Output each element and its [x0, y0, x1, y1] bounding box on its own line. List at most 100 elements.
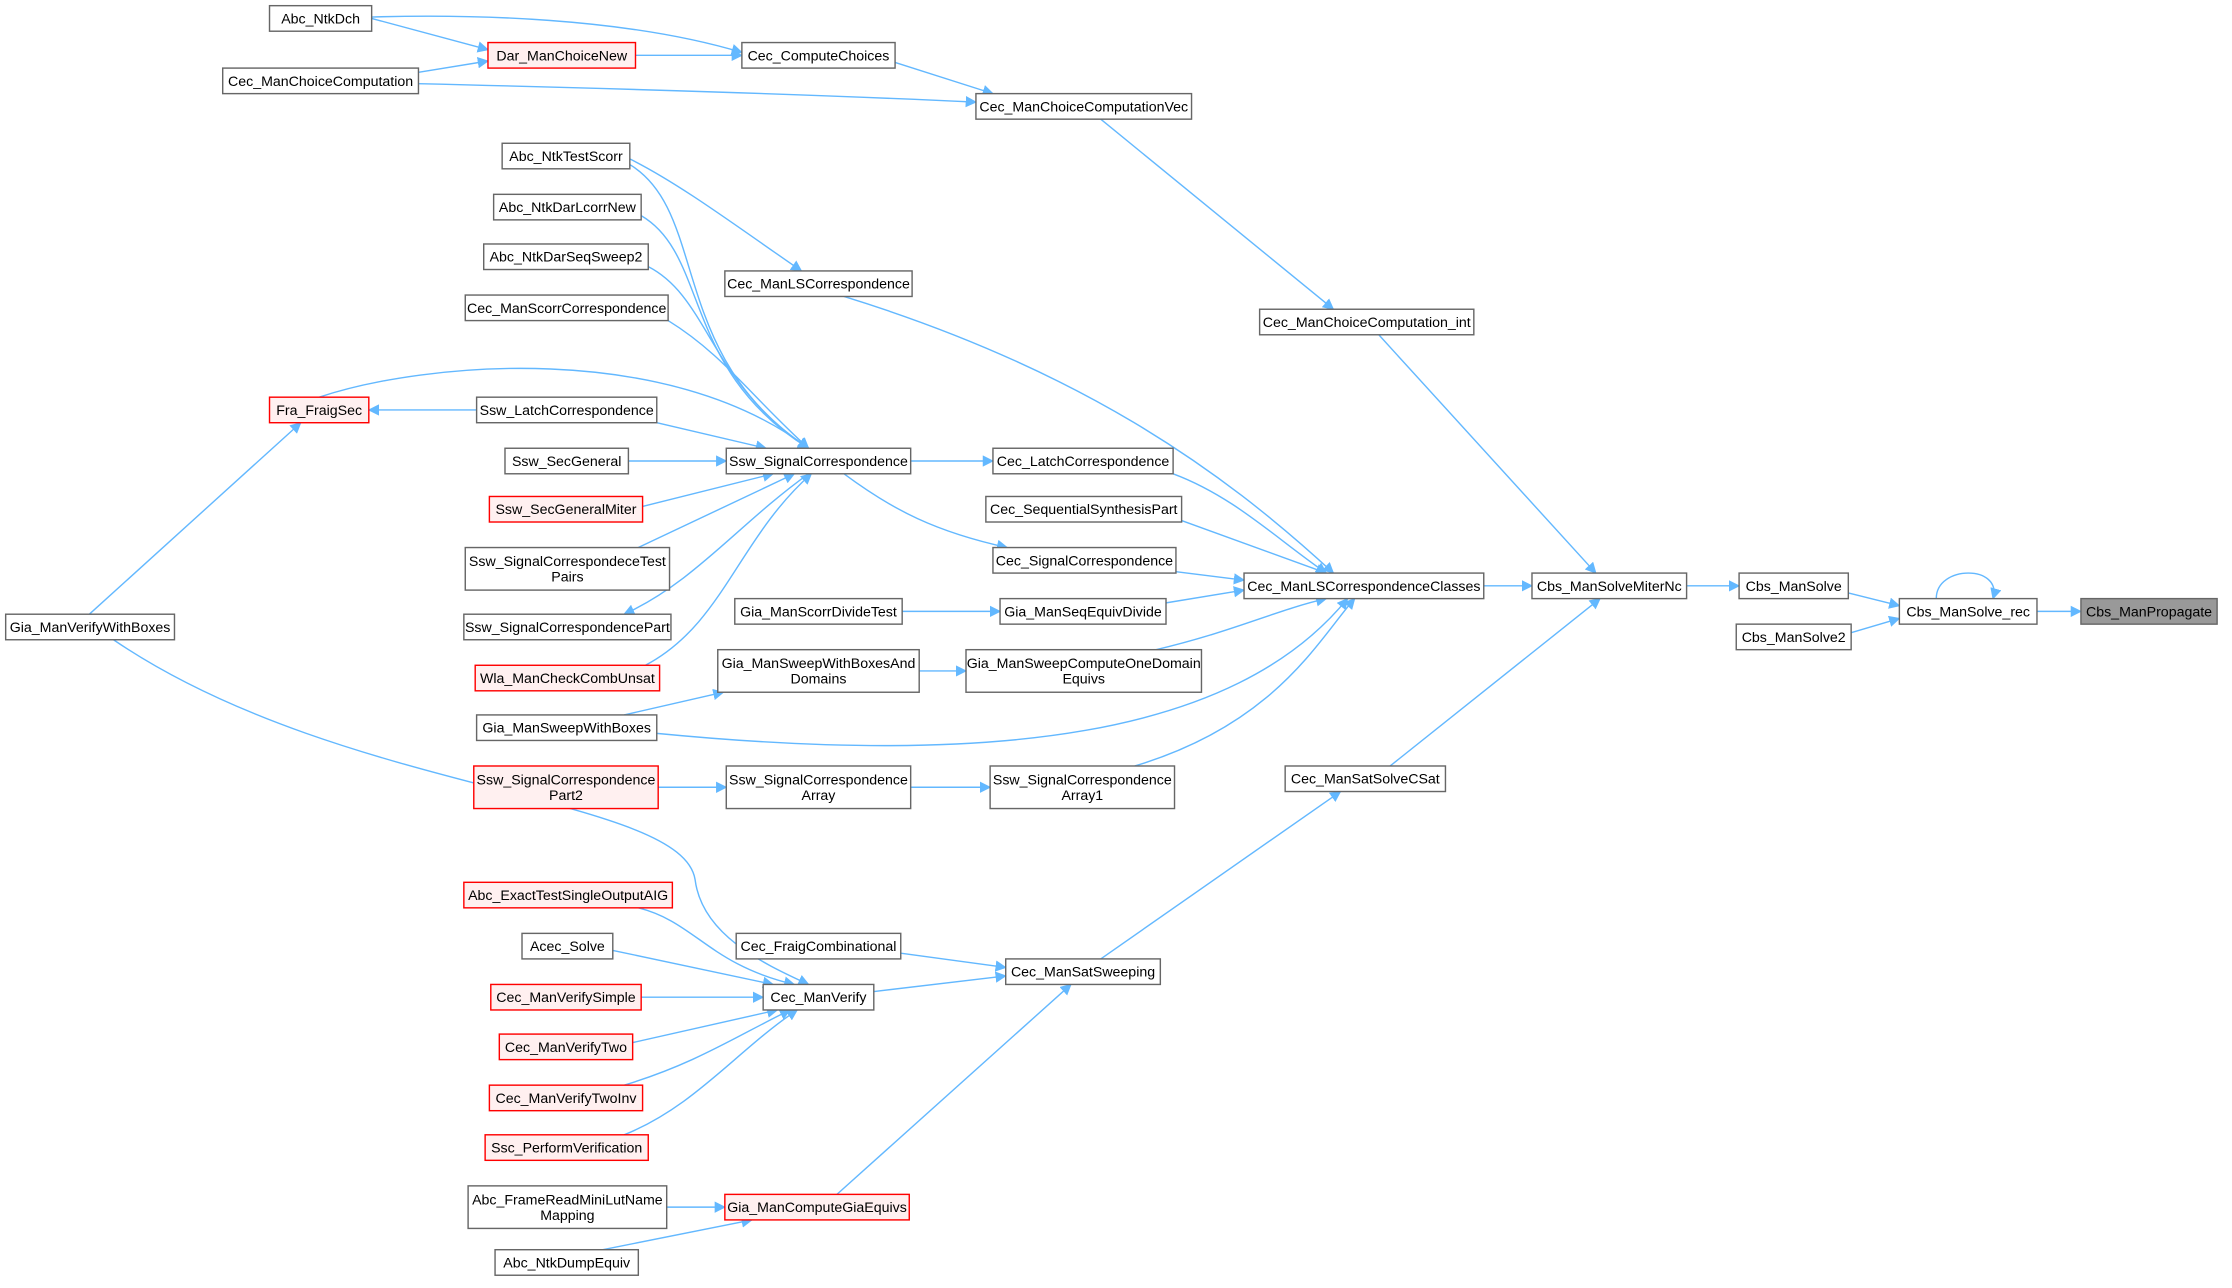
edge-ssw_secgeneralmiter-to-ssw_signalcorrespondence [642, 470, 775, 508]
node-box [724, 1193, 910, 1221]
node-cec_manverify[interactable]: Cec_ManVerify [762, 983, 875, 1011]
edge-abc_ntkdch-to-dar_manchoicenew [371, 17, 490, 53]
node-box [985, 495, 1183, 523]
node-box [965, 648, 1203, 693]
node-box [989, 765, 1176, 810]
node-cec_manchoicecomputation_int[interactable]: Cec_ManChoiceComputation_int [1258, 308, 1475, 336]
node-cbs_mansolve_rec[interactable]: Cbs_ManSolve_rec [1898, 597, 2038, 625]
edge-gia_manverifywithboxes-to-fra_fraigsec [88, 421, 302, 615]
edge-cec_manlscorrespondence-to-cec_manlscorrespondenceclasses [843, 295, 1335, 574]
node-label: Cec_ManVerifyTwo [505, 1040, 627, 1056]
edge-cec_manverifytwo-to-cec_manverify [632, 1006, 779, 1044]
node-acec_solve[interactable]: Acec_Solve [521, 932, 614, 960]
node-box [725, 447, 912, 475]
node-cec_computechoices[interactable]: Cec_ComputeChoices [741, 41, 896, 69]
node-box [488, 495, 644, 523]
node-box [484, 1134, 649, 1162]
node-label: Ssw_SecGeneralMiter [495, 502, 636, 518]
node-cec_sequentialsynthesispart[interactable]: Cec_SequentialSynthesisPart [985, 495, 1183, 523]
edge-ssc_performverification-to-cec_manverify [623, 1009, 799, 1136]
node-cec_manchoicecomputationvec[interactable]: Cec_ManChoiceComputationVec [975, 92, 1193, 120]
node-gia_mancomputegiaequivs[interactable]: Gia_ManComputeGiaEquivs [724, 1193, 910, 1221]
node-cec_manlscorrespondence[interactable]: Cec_ManLSCorrespondence [724, 270, 913, 298]
edge-gia_mansweepwithboxes-to-gia_mansweepwithboxesanddomains [623, 688, 725, 716]
node-box [221, 67, 420, 95]
node-cec_manverifytwoinv[interactable]: Cec_ManVerifyTwoInv [488, 1084, 644, 1112]
node-box [4, 613, 176, 641]
node-abc_ntktestscorr[interactable]: Abc_NtkTestScorr [501, 142, 631, 170]
node-label: Abc_NtkTestScorr [509, 149, 623, 165]
node-ssw_secgeneral[interactable]: Ssw_SecGeneral [504, 447, 630, 475]
node-cec_latchcorrespondence[interactable]: Cec_LatchCorrespondence [992, 447, 1174, 475]
node-box [467, 1185, 668, 1230]
node-ssw_signalcorrespondencepart[interactable]: Ssw_SignalCorrespondencePart [463, 613, 672, 641]
node-abc_ntkdumpequiv[interactable]: Abc_NtkDumpEquiv [494, 1248, 640, 1276]
node-ssw_latchcorrespondence[interactable]: Ssw_LatchCorrespondence [475, 396, 658, 424]
node-label: Gia_ManSweepComputeOneDomain [967, 656, 1201, 672]
node-box [268, 396, 370, 424]
node-box [999, 597, 1167, 625]
node-box [734, 597, 903, 625]
node-ssw_signalcorrespondence[interactable]: Ssw_SignalCorrespondence [725, 447, 912, 475]
node-box [735, 932, 902, 960]
node-abc_ntkdarlcorrnew[interactable]: Abc_NtkDarLcorrNew [492, 193, 642, 221]
node-cbs_manpropagate[interactable]: Cbs_ManPropagate [2080, 597, 2218, 625]
node-box [482, 243, 649, 271]
node-label: Gia_ManSweepWithBoxesAnd [722, 656, 916, 672]
node-box [1735, 623, 1852, 651]
node-box [464, 546, 671, 591]
node-gia_mansweepwithboxes[interactable]: Gia_ManSweepWithBoxes [475, 714, 658, 742]
node-ssw_secgeneralmiter[interactable]: Ssw_SecGeneralMiter [488, 495, 644, 523]
node-label: Cec_ManChoiceComputation_int [1263, 315, 1471, 331]
node-ssc_performverification[interactable]: Ssc_PerformVerification [484, 1134, 649, 1162]
node-gia_manseqequivdivide[interactable]: Gia_ManSeqEquivDivide [999, 597, 1167, 625]
node-label: Abc_NtkDch [281, 11, 360, 27]
edge-cec_signalcorrespondence-to-cec_manlscorrespondenceclasses [1175, 570, 1246, 585]
node-cec_signalcorrespondence[interactable]: Cec_SignalCorrespondence [992, 546, 1177, 574]
node-fra_fraigsec[interactable]: Fra_FraigSec [268, 396, 370, 424]
edge-ssw_latchcorrespondence-to-ssw_signalcorrespondence [656, 422, 768, 452]
node-box [975, 92, 1193, 120]
node-label: Array1 [1061, 788, 1103, 804]
node-gia_manverifywithboxes[interactable]: Gia_ManVerifyWithBoxes [4, 613, 176, 641]
node-cec_fraigcombinational[interactable]: Cec_FraigCombinational [735, 932, 902, 960]
node-box [521, 932, 614, 960]
node-cbs_mansolve[interactable]: Cbs_ManSolve [1738, 572, 1850, 600]
node-cec_manchoicecomputation[interactable]: Cec_ManChoiceComputation [221, 67, 420, 95]
node-label: Ssc_PerformVerification [491, 1141, 642, 1157]
node-cec_manverifysimple[interactable]: Cec_ManVerifySimple [490, 983, 642, 1011]
node-gia_manscorrdividetest[interactable]: Gia_ManScorrDivideTest [734, 597, 903, 625]
edge-cbs_mansolve_rec-to-cbs_mansolve_rec [1935, 572, 2002, 600]
node-cec_mansatsweeping[interactable]: Cec_ManSatSweeping [1005, 958, 1162, 986]
node-box [492, 193, 642, 221]
node-abc_exacttestsingleoutputaig[interactable]: Abc_ExactTestSingleOutputAIG [463, 881, 674, 909]
node-label: Cbs_ManSolve [1746, 579, 1842, 595]
node-abc_ntkdch[interactable]: Abc_NtkDch [268, 4, 373, 32]
node-cec_mansatsolvecsat[interactable]: Cec_ManSatSolveCSat [1284, 765, 1447, 793]
node-abc_ntkdarseqsweep2[interactable]: Abc_NtkDarSeqSweep2 [482, 243, 649, 271]
node-cec_manverifytwo[interactable]: Cec_ManVerifyTwo [498, 1033, 634, 1061]
node-label: Array [802, 788, 837, 804]
node-label: Equivs [1062, 672, 1105, 688]
node-label: Cec_ManLSCorrespondence [727, 277, 910, 293]
node-label: Cec_ManChoiceComputation [228, 74, 413, 90]
node-label: Ssw_SignalCorrespondeceTest [469, 554, 666, 570]
node-cec_manscorrcorrespondence[interactable]: Cec_ManScorrCorrespondence [464, 294, 669, 322]
edge-fra_fraigsec-to-ssw_signalcorrespondence [318, 367, 810, 449]
node-wla_mancheckcombunsat[interactable]: Wla_ManCheckCombUnsat [474, 664, 661, 692]
node-label: Abc_NtkDarSeqSweep2 [490, 250, 643, 266]
node-label: Cec_LatchCorrespondence [997, 454, 1170, 470]
node-cec_manlscorrespondenceclasses[interactable]: Cec_ManLSCorrespondenceClasses [1243, 572, 1485, 600]
node-label: Ssw_SignalCorrespondence [729, 454, 908, 470]
node-cbs_mansolve2[interactable]: Cbs_ManSolve2 [1735, 623, 1852, 651]
node-cbs_mansolvemiternc[interactable]: Cbs_ManSolveMiterNc [1531, 572, 1688, 600]
node-box [725, 765, 912, 810]
node-dar_manchoicenew[interactable]: Dar_ManChoiceNew [487, 41, 637, 69]
